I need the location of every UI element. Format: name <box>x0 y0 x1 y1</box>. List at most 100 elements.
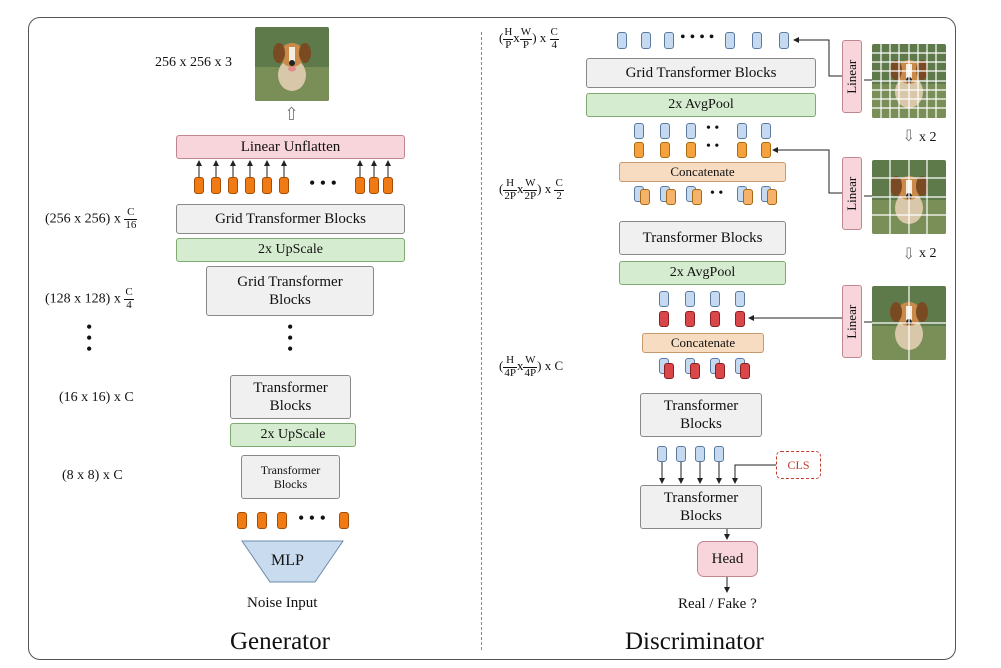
ellipsis: • •• • <box>706 121 720 154</box>
disc-transformer-blocks-1: Transformer Blocks <box>619 221 786 255</box>
down-arrow-icon: ⇩ <box>902 128 916 145</box>
token <box>685 311 695 327</box>
token <box>725 32 735 49</box>
token <box>676 446 686 462</box>
ellipsis: • • <box>710 186 724 201</box>
token <box>737 142 747 158</box>
upscale-block-1: 2x UpScale <box>176 238 405 262</box>
token <box>752 32 762 49</box>
token <box>211 177 221 194</box>
token <box>640 189 650 205</box>
token <box>617 32 627 49</box>
cls-token: CLS <box>776 451 821 479</box>
dim-16-label: (16 x 16) x C <box>59 390 134 405</box>
token <box>237 512 247 529</box>
token <box>383 177 393 194</box>
token <box>634 142 644 158</box>
token <box>714 446 724 462</box>
token <box>737 123 747 139</box>
token <box>355 177 365 194</box>
token <box>666 189 676 205</box>
token <box>743 189 753 205</box>
token <box>695 446 705 462</box>
token <box>660 123 670 139</box>
token <box>779 32 789 49</box>
token <box>228 177 238 194</box>
token <box>659 311 669 327</box>
token <box>686 142 696 158</box>
vertical-ellipsis-left: ••• <box>86 317 93 359</box>
token <box>277 512 287 529</box>
ellipsis: • • • • <box>680 29 715 46</box>
real-fake-output: Real / Fake ? <box>678 596 757 612</box>
generated-dog-image <box>255 27 329 101</box>
vertical-ellipsis-center: ••• <box>287 317 294 359</box>
disc-avgpool-2: 2x AvgPool <box>619 261 786 285</box>
output-size-label: 256 x 256 x 3 <box>155 55 232 70</box>
disc-concatenate-2: Concatenate <box>642 333 764 353</box>
token <box>657 446 667 462</box>
token <box>659 291 669 307</box>
token <box>664 363 674 379</box>
token <box>194 177 204 194</box>
patch-dog-image-2 <box>872 160 946 234</box>
token <box>761 123 771 139</box>
token <box>710 311 720 327</box>
token <box>369 177 379 194</box>
down-arrow-icon: ⇩ <box>902 246 916 263</box>
noise-input-label: Noise Input <box>247 595 318 611</box>
patch-dog-image-3 <box>872 286 946 360</box>
token <box>279 177 289 194</box>
token <box>245 177 255 194</box>
token <box>685 291 695 307</box>
dim-8-label: (8 x 8) x C <box>62 468 123 483</box>
ellipsis: • • • <box>298 508 326 528</box>
token <box>664 32 674 49</box>
token <box>715 363 725 379</box>
disc-grid-transformer-blocks: Grid Transformer Blocks <box>586 58 816 88</box>
token <box>641 32 651 49</box>
token <box>257 512 267 529</box>
head-block: Head <box>697 541 758 577</box>
token <box>761 142 771 158</box>
token <box>692 189 702 205</box>
token <box>767 189 777 205</box>
mlp-label: MLP <box>271 552 304 569</box>
token <box>634 123 644 139</box>
token <box>690 363 700 379</box>
token <box>735 291 745 307</box>
linear-unflatten-block: Linear Unflatten <box>176 135 405 159</box>
ellipsis: • • • <box>309 173 337 193</box>
token <box>339 512 349 529</box>
upscale-block-2: 2x UpScale <box>230 423 356 447</box>
linear-block-1: Linear <box>842 40 862 113</box>
disc-concatenate-1: Concatenate <box>619 162 786 182</box>
linear-block-3: Linear <box>842 285 862 358</box>
token <box>262 177 272 194</box>
scale-label-1: x 2 <box>919 130 937 145</box>
token <box>686 123 696 139</box>
token <box>735 311 745 327</box>
disc-avgpool-1: 2x AvgPool <box>586 93 816 117</box>
discriminator-title: Discriminator <box>625 628 764 655</box>
up-arrow-icon: ⇧ <box>284 104 300 124</box>
scale-label-2: x 2 <box>919 246 937 261</box>
token <box>740 363 750 379</box>
figure-frame <box>28 17 956 660</box>
token <box>660 142 670 158</box>
patch-dog-image-1 <box>872 44 946 118</box>
section-divider <box>481 32 482 650</box>
generator-title: Generator <box>230 628 330 655</box>
grid-transformer-blocks-1: Grid Transformer Blocks <box>176 204 405 234</box>
linear-block-2: Linear <box>842 157 862 230</box>
